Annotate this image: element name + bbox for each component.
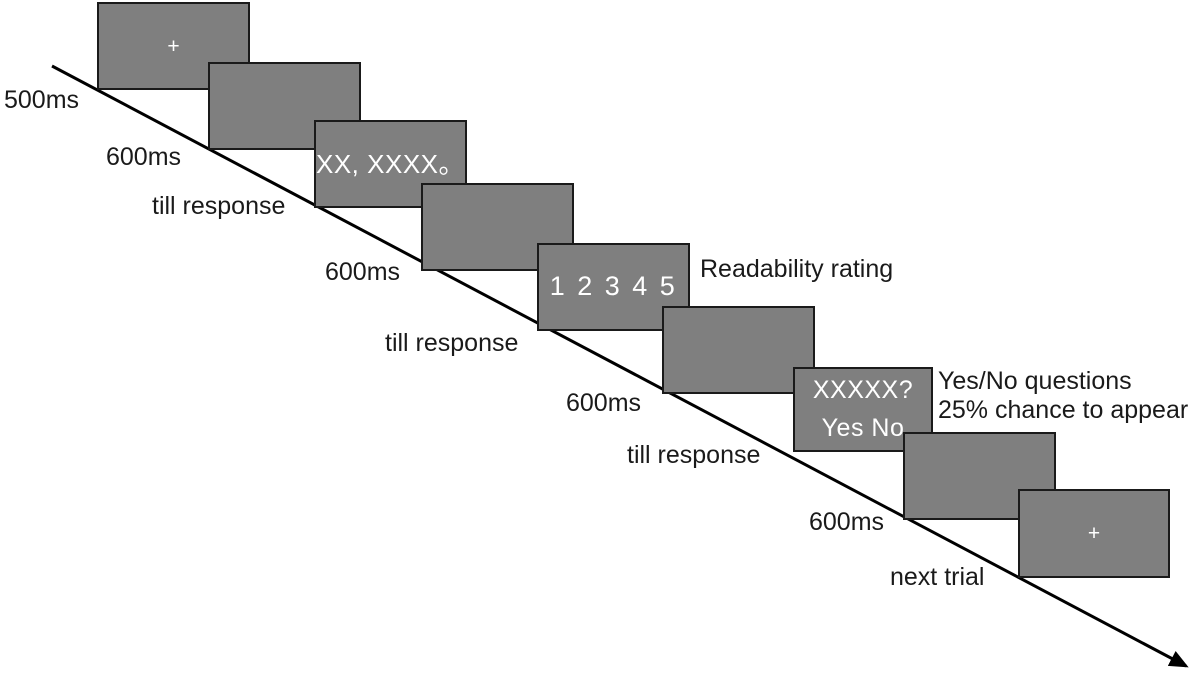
fixation-cross-glyph: + xyxy=(167,34,180,58)
annotation-yesno-chance: 25% chance to appear xyxy=(938,396,1189,424)
sentence-text: XX, XXXX。 xyxy=(316,148,465,179)
screen-fixation-next: + xyxy=(1018,489,1170,578)
screen-sentence-stimulus: XX, XXXX。 xyxy=(314,120,467,208)
time-arrow-line xyxy=(51,64,1189,668)
annotation-yesno-questions: Yes/No questions xyxy=(938,367,1132,395)
timing-label-600ms-1: 600ms xyxy=(106,143,182,171)
screen-blank-3 xyxy=(662,306,815,394)
timing-label-600ms-4: 600ms xyxy=(809,508,885,536)
timing-label-500ms-start: 500ms xyxy=(4,86,80,114)
question-prompt-text: XXXXX? xyxy=(812,376,914,405)
fixation-cross-glyph: + xyxy=(1087,522,1101,545)
timing-label-till-response-1: till response xyxy=(152,192,286,220)
annotation-readability-rating: Readability rating xyxy=(700,255,894,283)
question-options-text: Yes No xyxy=(821,413,905,442)
timing-label-600ms-3: 600ms xyxy=(566,389,642,417)
timing-label-till-response-3: till response xyxy=(627,441,761,469)
rating-scale-text: 1 2 3 4 5 xyxy=(549,271,678,302)
timing-label-600ms-2: 600ms xyxy=(325,258,401,286)
timing-label-till-response-2: till response xyxy=(385,329,519,357)
timing-label-next-trial: next trial xyxy=(890,563,985,591)
